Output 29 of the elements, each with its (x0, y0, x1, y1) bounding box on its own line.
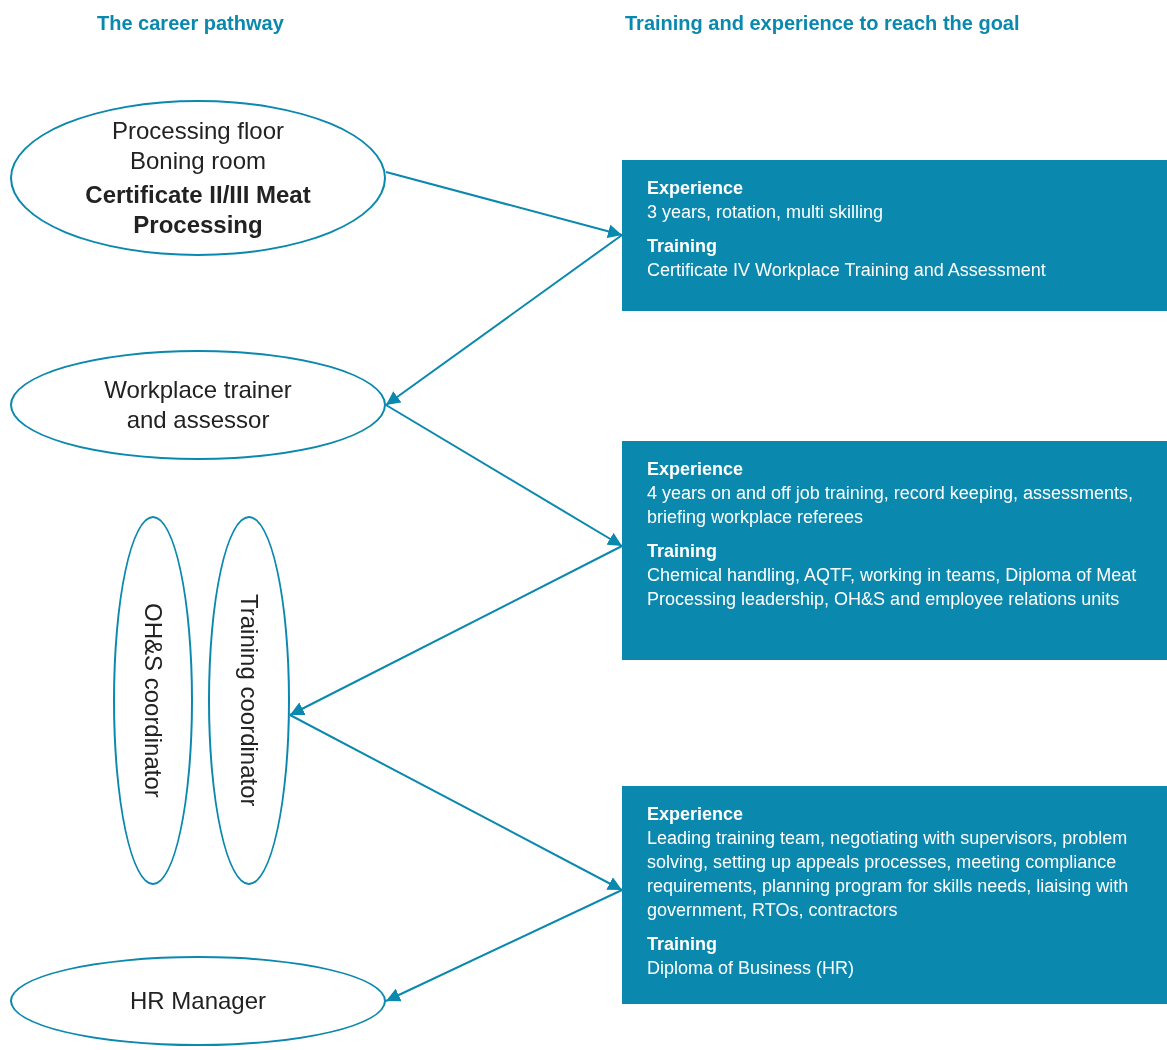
section-text: 3 years, rotation, multi skilling (647, 201, 885, 224)
section-text: Chemical handling, AQTF, working in teams, Diploma of Meat Processing leadership, OH&S and employee relations units (647, 564, 1138, 611)
info-box (622, 786, 1167, 1004)
info-box (622, 441, 1167, 660)
section-text: Diploma of Business (HR) (647, 957, 856, 980)
arrow (289, 714, 623, 891)
role-name: Processing floor Boning room (110, 116, 286, 176)
section-heading: Training (647, 235, 718, 258)
section-heading: Experience (647, 803, 745, 826)
arrow (385, 171, 623, 239)
role-name: HR Manager (129, 986, 267, 1016)
section-heading: Experience (647, 177, 745, 200)
section-text: Leading training team, negotiating with supervisors, problem solving, setting up appeals processes, meeting compliance requirements, planning program for skills needs, liaising with government, RTOs, contractors (647, 827, 1130, 922)
column-heading: Training and experience to reach the goal (625, 11, 1020, 36)
section-heading: Training (647, 933, 718, 956)
section-heading: Training (647, 540, 718, 563)
role-name: Training coordinator (235, 594, 264, 807)
role-name: Workplace trainer and assessor (103, 375, 293, 435)
arrow (289, 545, 623, 716)
arrow (385, 404, 623, 547)
column-heading: The career pathway (97, 11, 284, 36)
arrow (385, 234, 623, 406)
info-box (622, 160, 1167, 311)
section-text: Certificate IV Workplace Training and Assessment (647, 259, 1047, 282)
arrow (385, 889, 623, 1002)
section-heading: Experience (647, 458, 745, 481)
section-text: 4 years on and off job training, record keeping, assessments, briefing workplace referees (647, 482, 1134, 529)
role-name: Certificate II/III Meat Processing (84, 180, 312, 240)
role-name: OH&S coordinator (139, 603, 168, 798)
